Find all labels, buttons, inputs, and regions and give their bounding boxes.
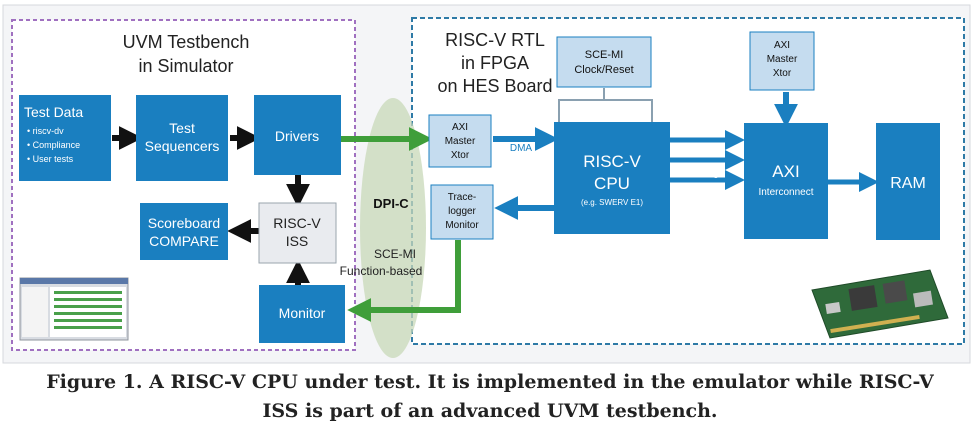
- axi-master-xtor-left-line3: Xtor: [451, 150, 470, 161]
- axi-master-xtor-top-line3: Xtor: [773, 68, 792, 79]
- scoreboard-line1: Scoreboard: [148, 215, 220, 231]
- trace-logger-line1: Trace-: [448, 192, 477, 203]
- simulator-screenshot-thumbnail: [19, 277, 129, 341]
- risc-v-iss-block: [258, 202, 337, 264]
- test-sequencers-line2: Sequencers: [145, 138, 220, 154]
- ram-label: RAM: [890, 175, 926, 192]
- sce-mi-label: SCE-MI: [374, 247, 416, 261]
- fpga-title-line2: in FPGA: [461, 53, 529, 73]
- tracelogger-to-monitor-arrow: [347, 240, 461, 322]
- hes-board-image: [811, 269, 949, 339]
- axi-label: AXI: [841, 170, 857, 181]
- risc-v-cpu-line3: (e.g. SWERV E1): [581, 198, 643, 207]
- risc-v-iss-line1: RISC-V: [273, 215, 321, 231]
- scoreboard-block: [140, 203, 228, 260]
- test-data-item-3: • User tests: [27, 154, 74, 164]
- lsu-label: LSU: [694, 128, 713, 139]
- debug-label: Debug: [689, 168, 718, 179]
- dpi-c-label: DPI-C: [373, 196, 409, 211]
- risc-v-cpu-line1: RISC-V: [583, 152, 641, 171]
- caption-line2: ISS is part of an advanced UVM testbench…: [262, 400, 718, 422]
- axi-interconnect-block: [744, 123, 828, 239]
- risc-v-iss-line2: ISS: [286, 233, 309, 249]
- scoreboard-line2: COMPARE: [149, 233, 219, 249]
- fpga-title-line3: on HES Board: [437, 76, 552, 96]
- clock-reset-line-right: [603, 88, 653, 122]
- sce-mi-clock-line1: SCE-MI: [585, 49, 624, 61]
- axi-master-xtor-left-line1: AXI: [452, 122, 468, 133]
- trace-logger-block: [430, 184, 494, 240]
- dma-label: DMA: [510, 143, 533, 154]
- axi-master-xtor-left-block: [428, 114, 492, 168]
- test-data-block: [19, 95, 111, 181]
- axi-master-xtor-top-line1: AXI: [774, 40, 790, 51]
- test-data-item-2: • Compliance: [27, 140, 80, 150]
- sce-mi-clock-line2: Clock/Reset: [574, 64, 633, 76]
- function-based-label: Function-based: [340, 264, 423, 278]
- trace-logger-line3: Monitor: [445, 220, 479, 231]
- risc-v-cpu-block: [554, 122, 670, 234]
- drivers-label: Drivers: [275, 128, 319, 144]
- sce-mi-clock-reset-block: [556, 36, 652, 88]
- dpi-c-interface: [360, 98, 426, 358]
- ifu-label: IFU: [696, 148, 712, 159]
- test-sequencers-block: [136, 95, 228, 181]
- figure-caption: Figure 1. A RISC-V CPU under test. It is…: [10, 368, 970, 426]
- drivers-block: [254, 95, 341, 175]
- monitor-block: [259, 285, 345, 343]
- testbench-title-line2: in Simulator: [138, 56, 233, 76]
- trace-logger-line2: logger: [448, 206, 476, 217]
- testbench-title-line1: UVM Testbench: [123, 32, 250, 52]
- axi-interconnect-line2: Interconnect: [758, 187, 813, 198]
- axi-master-xtor-left-line2: Master: [445, 136, 476, 147]
- test-data-title: Test Data: [24, 104, 83, 120]
- monitor-label: Monitor: [279, 305, 326, 321]
- test-data-item-1: • riscv-dv: [27, 126, 64, 136]
- ram-block: [876, 123, 940, 240]
- axi-master-xtor-top-line2: Master: [767, 54, 798, 65]
- fpga-title-line1: RISC-V RTL: [445, 30, 545, 50]
- axi-interconnect-line1: AXI: [772, 162, 799, 181]
- caption-line1: Figure 1. A RISC-V CPU under test. It is…: [46, 371, 934, 393]
- risc-v-cpu-line2: CPU: [594, 174, 630, 193]
- test-sequencers-line1: Test: [169, 120, 195, 136]
- axi-master-xtor-top-block: [749, 31, 815, 91]
